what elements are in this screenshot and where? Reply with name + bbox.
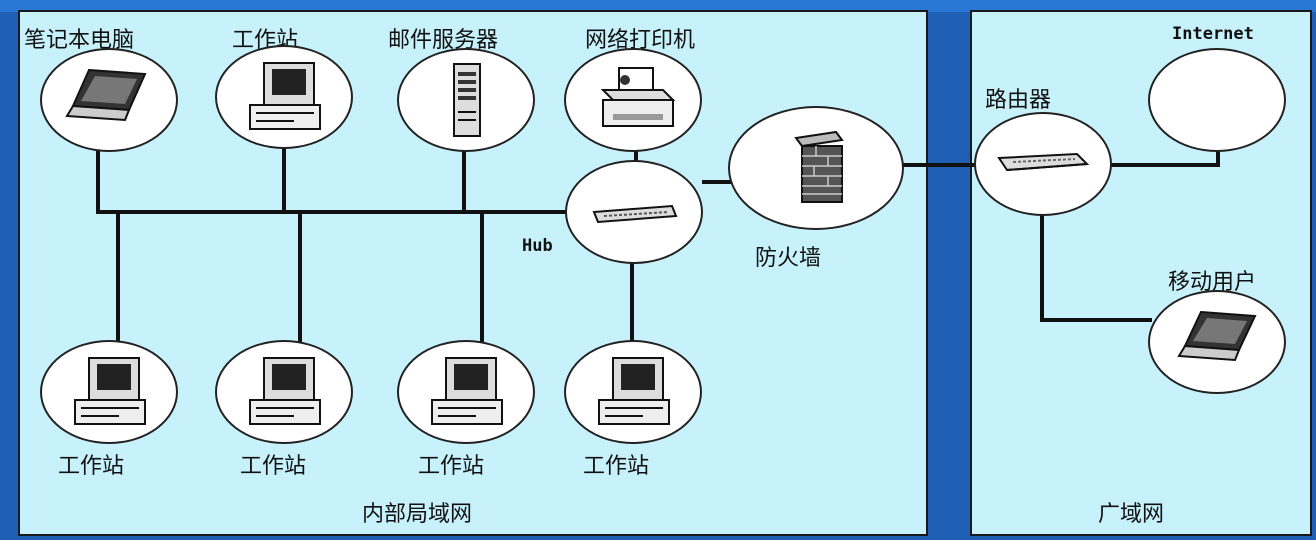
bottom-workstation-node-4 bbox=[564, 340, 702, 444]
bottom-workstation-label-2: 工作站 bbox=[240, 454, 307, 479]
workstation-icon bbox=[249, 62, 321, 130]
lan-region-label: 内部局域网 bbox=[362, 502, 473, 527]
bottom-workstation-label-3: 工作站 bbox=[418, 454, 485, 479]
server-icon bbox=[453, 63, 481, 137]
printer-node bbox=[564, 48, 702, 152]
bottom-workstation-node-1 bbox=[40, 340, 178, 444]
workstation-icon bbox=[74, 357, 146, 425]
router-node bbox=[974, 112, 1112, 216]
router-icon bbox=[997, 152, 1090, 172]
internet-node bbox=[1148, 48, 1286, 152]
printer-icon bbox=[600, 67, 676, 127]
bottom-workstation-node-3 bbox=[397, 340, 535, 444]
internet-label: Internet bbox=[1172, 24, 1254, 44]
mail-server-node bbox=[397, 48, 535, 152]
wan-region-label: 广域网 bbox=[1098, 502, 1165, 527]
mobile-user-node bbox=[1148, 290, 1286, 394]
top-frame bbox=[0, 0, 1316, 12]
bottom-workstation-node-2 bbox=[215, 340, 353, 444]
bottom-workstation-label-4: 工作站 bbox=[583, 454, 650, 479]
top-workstation-node bbox=[215, 45, 353, 149]
firewall-label: 防火墙 bbox=[755, 246, 822, 271]
firewall-node bbox=[728, 106, 904, 230]
bottom-workstation-label-1: 工作站 bbox=[58, 454, 125, 479]
workstation-icon bbox=[249, 357, 321, 425]
workstation-icon bbox=[431, 357, 503, 425]
hub-icon bbox=[592, 204, 678, 224]
laptop-node bbox=[40, 48, 178, 152]
laptop-icon bbox=[65, 68, 147, 122]
laptop-icon bbox=[1177, 310, 1257, 362]
hub-node bbox=[565, 160, 703, 264]
workstation-icon bbox=[598, 357, 670, 425]
router-label: 路由器 bbox=[985, 88, 1052, 113]
firewall-icon bbox=[794, 130, 844, 203]
hub-label: Hub bbox=[522, 236, 553, 256]
